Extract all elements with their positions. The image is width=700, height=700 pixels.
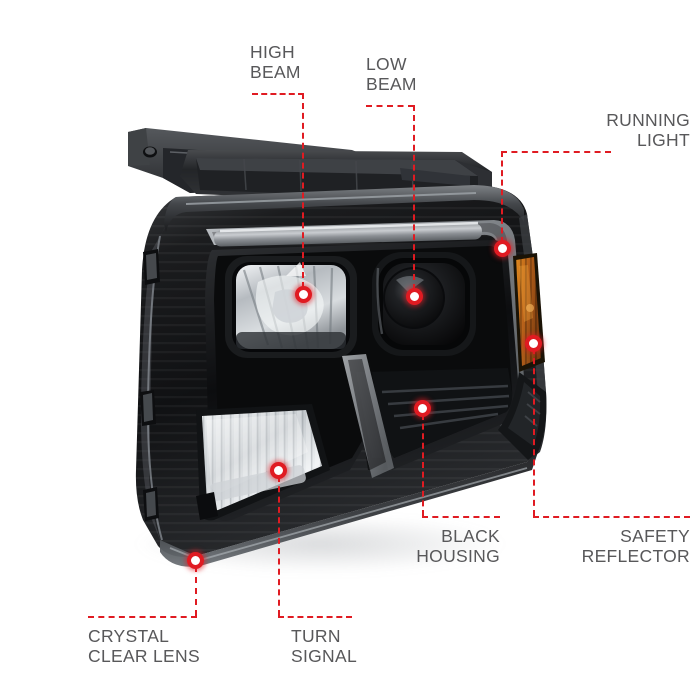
marker-high-beam[interactable]: [295, 286, 312, 303]
leader-turn-signal-v: [278, 476, 280, 616]
marker-safety-reflector[interactable]: [525, 335, 542, 352]
leader-crystal-lens-h: [88, 616, 197, 618]
callout-label-safety-reflector: SAFETY REFLECTOR: [581, 526, 690, 566]
callout-label-black-housing: BLACK HOUSING: [416, 526, 500, 566]
leader-black-housing-h: [422, 516, 500, 518]
turn-signal-lens: [196, 404, 330, 521]
leader-low-beam-v: [413, 105, 415, 290]
callout-label-high-beam: HIGH BEAM: [250, 42, 301, 82]
leader-turn-signal-h: [278, 616, 352, 618]
marker-running-light[interactable]: [494, 240, 511, 257]
leader-high-beam-h: [252, 93, 304, 95]
leader-crystal-lens-v: [195, 566, 197, 616]
marker-low-beam[interactable]: [406, 288, 423, 305]
callout-label-turn-signal: TURN SIGNAL: [291, 626, 357, 666]
leader-high-beam-v: [302, 93, 304, 288]
marker-turn-signal[interactable]: [270, 462, 287, 479]
low-beam-projector: [372, 252, 476, 356]
marker-crystal-clear-lens[interactable]: [187, 552, 204, 569]
leader-running-light-v: [501, 151, 503, 243]
callout-label-crystal-clear-lens: CRYSTAL CLEAR LENS: [88, 626, 200, 666]
callout-label-low-beam: LOW BEAM: [366, 54, 417, 94]
leader-black-housing-v: [422, 414, 424, 516]
leader-low-beam-h: [366, 105, 414, 107]
callout-label-running-light: RUNNING LIGHT: [606, 110, 690, 150]
leader-safety-reflector-v: [533, 348, 535, 516]
leader-safety-reflector-h: [533, 516, 690, 518]
leader-running-light-h: [501, 151, 611, 153]
drl-light-guide: [342, 354, 394, 478]
marker-black-housing[interactable]: [414, 400, 431, 417]
high-beam-reflector: [225, 256, 357, 358]
